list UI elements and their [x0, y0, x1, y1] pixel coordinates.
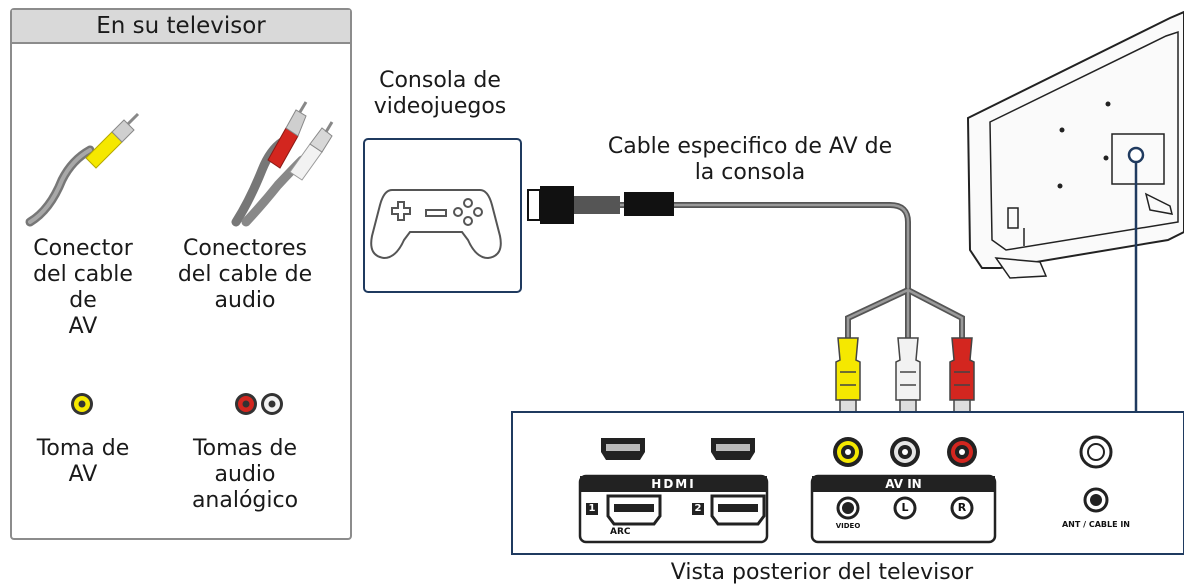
av-cable — [620, 192, 965, 338]
tv-rear-caption: Vista posterior del televisor — [670, 560, 974, 585]
av-jack-icon — [71, 393, 93, 415]
video-label: VIDEO — [835, 522, 861, 530]
cable-label: Cable especifico de AV de la consola — [607, 134, 893, 185]
av-cable-connector-label: Conector del cable de AV — [33, 236, 133, 339]
av-in-label: AV IN — [885, 477, 922, 491]
left-channel-label: L — [901, 501, 909, 514]
av-jack-yellow — [833, 437, 863, 467]
hdmi-label: HDMI — [651, 477, 696, 491]
antenna-cable-in-port — [1083, 487, 1109, 513]
av-in-group — [810, 474, 997, 544]
arc-label: ARC — [610, 527, 631, 537]
gamepad-icon — [370, 189, 502, 260]
audio-cable-connectors-label: Conectores del cable de audio — [177, 236, 313, 313]
callout-line — [1127, 146, 1145, 412]
hdmi-port-2-number: 2 — [694, 503, 702, 514]
av-jack-label: Toma de AV — [36, 436, 130, 487]
av-cable-icon — [25, 112, 140, 227]
right-channel-label: R — [957, 501, 967, 514]
audio-jack-red — [947, 437, 977, 467]
legend-title: En su televisor — [12, 10, 350, 44]
hdmi-port-top-2 — [711, 438, 755, 460]
hdmi-port-top-1 — [601, 438, 645, 460]
audio-cables-icon — [231, 101, 334, 227]
antenna-label: ANT / CABLE IN — [1061, 520, 1130, 529]
audio-jack-white — [890, 437, 920, 467]
analog-audio-jacks-icon — [235, 393, 283, 415]
console-label: Consola de videojuegos — [373, 68, 507, 119]
analog-audio-jacks-label: Tomas de audio analógico — [191, 436, 299, 513]
tv-illustration — [966, 10, 1184, 279]
hdmi-group — [578, 474, 769, 544]
console-connector — [527, 186, 620, 224]
antenna-coax-port — [1079, 435, 1113, 469]
legend-box: En su televisor — [10, 8, 352, 540]
hdmi-port-1-number: 1 — [588, 503, 596, 514]
